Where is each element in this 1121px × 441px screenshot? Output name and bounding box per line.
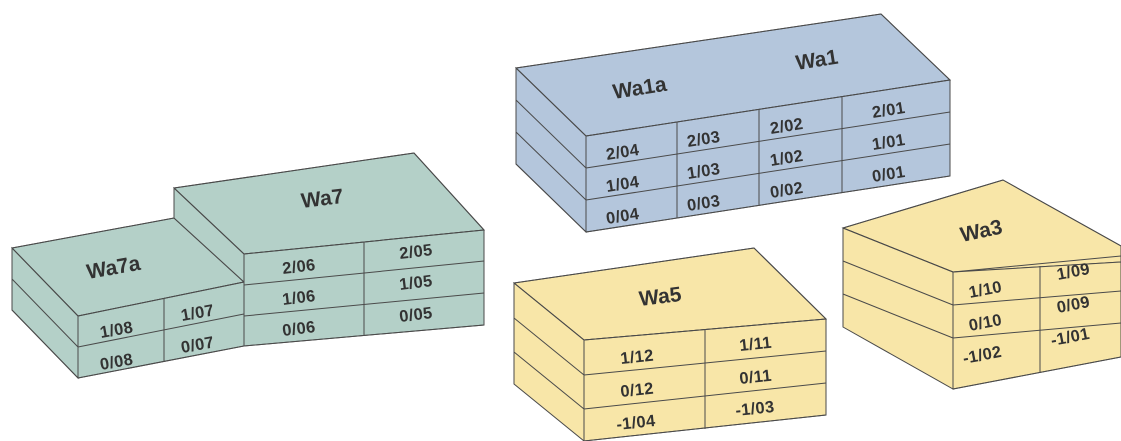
unit-label: 0/07 [180, 333, 216, 357]
unit-label: 0/11 [739, 367, 773, 388]
unit-label: 1/06 [281, 287, 316, 309]
unit-label: 0/01 [871, 163, 907, 186]
unit-label: 1/03 [686, 160, 722, 183]
building-wa7 [172, 152, 486, 347]
unit-label: 2/04 [605, 141, 641, 164]
unit-label: 1/11 [739, 334, 773, 355]
unit-label: 1/07 [180, 301, 216, 325]
building-wa5 [512, 247, 828, 441]
unit-label: 2/02 [769, 115, 805, 138]
unit-label: 1/12 [620, 347, 655, 368]
wa5-name: Wa5 [638, 283, 683, 311]
building-wa3 [841, 179, 1121, 390]
unit-label: 2/05 [398, 241, 433, 263]
unit-label: 1/02 [769, 147, 805, 170]
unit-label: 0/06 [281, 318, 316, 340]
unit-label: 0/08 [99, 350, 135, 374]
unit-label: 1/05 [398, 272, 433, 294]
building-wa7a [10, 217, 246, 380]
unit-label: 0/12 [620, 380, 655, 401]
unit-label: 1/04 [605, 173, 641, 196]
unit-label: 0/03 [686, 192, 722, 215]
unit-label: 2/01 [871, 99, 907, 122]
unit-label: -1/03 [735, 398, 776, 420]
unit-label: 2/03 [686, 128, 722, 151]
unit-label: 0/04 [605, 205, 641, 228]
wa7-name: Wa7 [300, 185, 345, 213]
unit-label: 0/02 [769, 179, 805, 202]
unit-label: 0/05 [398, 304, 433, 326]
unit-label: 1/01 [871, 131, 907, 154]
building-wa1 [514, 13, 952, 234]
unit-label: -1/04 [616, 412, 657, 434]
unit-label: 1/08 [99, 318, 135, 342]
unit-label: 2/06 [281, 256, 316, 278]
